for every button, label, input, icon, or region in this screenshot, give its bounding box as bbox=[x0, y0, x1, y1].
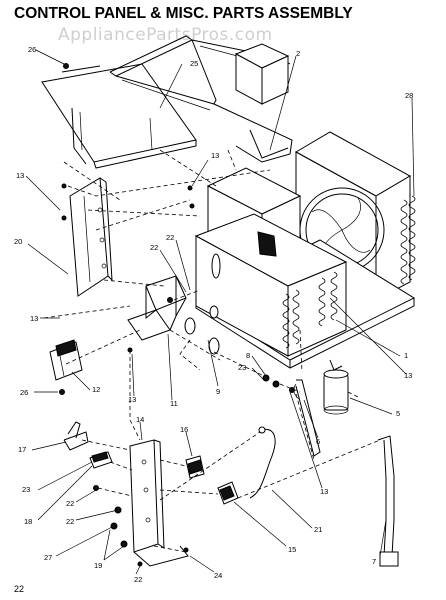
relay-16 bbox=[185, 455, 205, 479]
callout-25: 25 bbox=[190, 59, 198, 68]
callout-19: 19 bbox=[94, 561, 102, 570]
callout-5: 5 bbox=[396, 409, 400, 418]
control-switch-panel bbox=[110, 439, 165, 553]
callout-13-left: 13 bbox=[16, 171, 24, 180]
callout-9: 9 bbox=[216, 387, 220, 396]
control-bracket bbox=[127, 275, 187, 341]
callout-17: 17 bbox=[18, 445, 26, 454]
callout-23-mid: 23 bbox=[238, 363, 246, 372]
screws-8-23 bbox=[59, 63, 295, 395]
callout-14: 14 bbox=[136, 415, 144, 424]
callout-leaders bbox=[25, 49, 415, 575]
diagram-title: CONTROL PANEL & MISC. PARTS ASSEMBLY bbox=[14, 5, 353, 22]
callout-23-lower: 23 bbox=[22, 485, 30, 494]
callout-22-lower-b: 22 bbox=[66, 517, 74, 526]
mounting-bracket-17 bbox=[63, 421, 89, 451]
callout-13-bottom: 13 bbox=[320, 487, 328, 496]
callout-21: 21 bbox=[314, 525, 322, 534]
callout-22-lower-a: 22 bbox=[66, 499, 74, 508]
control-panel-cover bbox=[41, 63, 197, 169]
terminal-block-18 bbox=[89, 451, 113, 491]
callout-27: 27 bbox=[44, 553, 52, 562]
callout-15: 15 bbox=[288, 545, 296, 554]
drain-tube bbox=[377, 435, 399, 567]
evaporator-coil bbox=[194, 213, 348, 357]
page-number: 22 bbox=[14, 584, 24, 594]
callout-28: 28 bbox=[405, 91, 413, 100]
callout-20: 20 bbox=[14, 237, 22, 246]
callout-11: 11 bbox=[170, 399, 178, 408]
callout-22-bottom: 22 bbox=[134, 575, 142, 584]
callout-18: 18 bbox=[24, 517, 32, 526]
callout-2: 2 bbox=[296, 49, 300, 58]
callout-13-mid: 13 bbox=[30, 314, 38, 323]
callout-22-upper: 22 bbox=[150, 243, 158, 252]
callout-13-right: 13 bbox=[404, 371, 412, 380]
control-box bbox=[234, 43, 290, 105]
watermark: AppliancePartsPros.com bbox=[58, 25, 273, 45]
power-cord bbox=[249, 426, 276, 499]
callout-13-top: 13 bbox=[211, 151, 219, 160]
callout-24: 24 bbox=[214, 571, 222, 580]
callout-16: 16 bbox=[180, 425, 188, 434]
capacitor-part-12 bbox=[49, 339, 83, 381]
callout-6: 6 bbox=[316, 437, 320, 446]
callout-labels: 26 25 2 28 13 13 20 22 22 13 12 26 13 11… bbox=[14, 45, 413, 584]
callout-22-upper-b: 22 bbox=[166, 233, 174, 242]
callout-13-lower: 13 bbox=[128, 395, 136, 404]
callout-8: 8 bbox=[246, 351, 250, 360]
assembly-guide-lines bbox=[43, 149, 381, 553]
switch-15 bbox=[217, 481, 239, 505]
callout-7: 7 bbox=[372, 557, 376, 566]
grommets bbox=[184, 305, 220, 355]
callout-12: 12 bbox=[92, 385, 100, 394]
run-capacitor bbox=[323, 359, 349, 415]
callout-26-top: 26 bbox=[28, 45, 36, 54]
side-panel bbox=[69, 177, 113, 297]
callout-26-bottom: 26 bbox=[20, 388, 28, 397]
callout-1: 1 bbox=[404, 351, 408, 360]
